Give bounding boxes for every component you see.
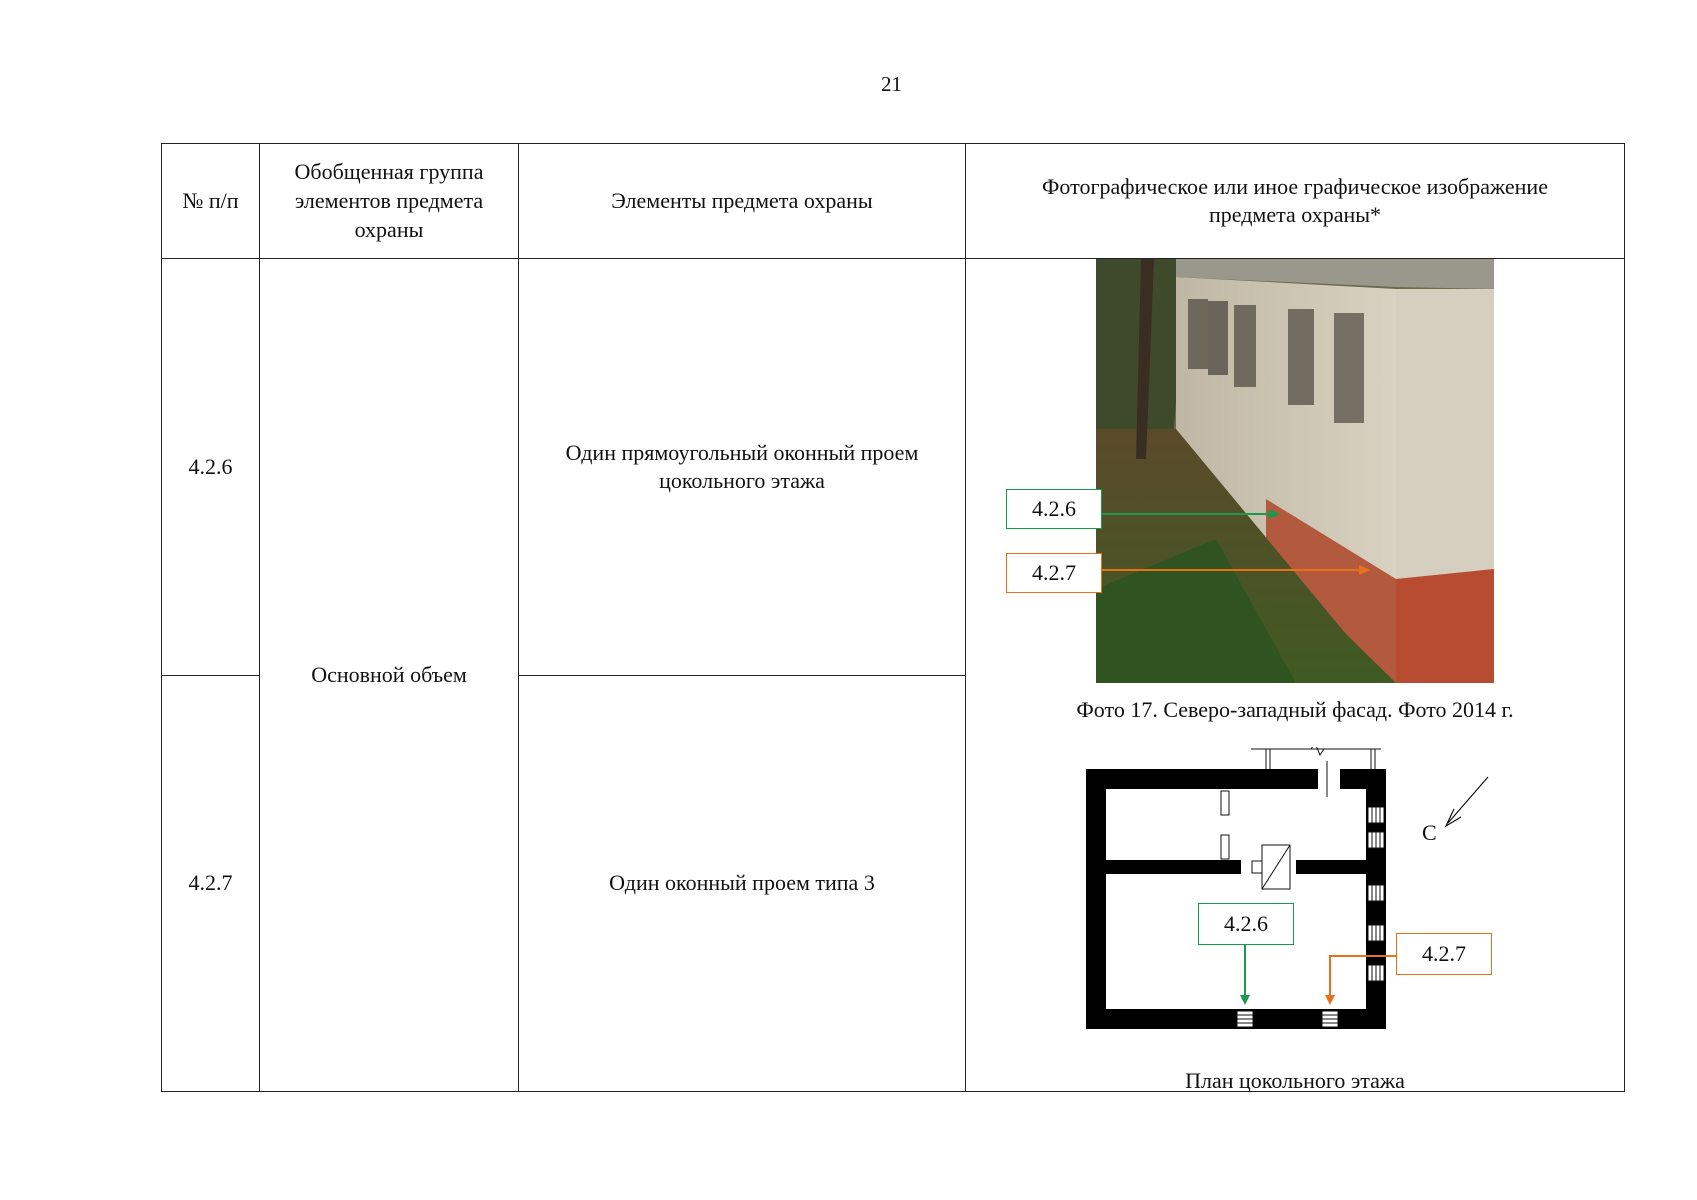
element-cell: Один оконный проем типа 3 — [518, 675, 966, 1092]
row-num-cell: 4.2.6 — [161, 258, 260, 677]
photo-callout-4-2-6: 4.2.6 — [1006, 489, 1102, 530]
element-cell: Один прямоугольный оконный проем цокольн… — [518, 258, 966, 677]
facade-photo — [1096, 259, 1494, 684]
row-num-cell: 4.2.7 — [161, 675, 260, 1092]
plan-callout-4-2-7: 4.2.7 — [1396, 933, 1492, 976]
image-cell: 4.2.6 4.2.7 Фото 17. Северо-западный фас… — [965, 258, 1625, 1093]
header-group: Обобщенная группа элементов предмета охр… — [259, 142, 519, 260]
table-row: 4.2.7 Один оконный проем типа 3 — [161, 675, 1625, 1092]
header-elements: Элементы предмета охраны — [518, 142, 966, 260]
protection-table: № п/п Обобщенная группа элементов предме… — [161, 142, 1625, 1093]
table-header-row: № п/п Обобщенная группа элементов предме… — [161, 142, 1625, 260]
header-num: № п/п — [161, 142, 260, 260]
floor-plan: 4.2.6 4.2.7 С — [1056, 742, 1536, 1049]
photo-arrows — [1102, 509, 1370, 576]
element-text: Один прямоугольный оконный проем цокольн… — [565, 439, 919, 494]
group-cell: Основной объем — [259, 258, 519, 1092]
photo-callout-4-2-7: 4.2.7 — [1006, 553, 1102, 594]
table-row: 4.2.6 Основной объем Один прямоугольный … — [161, 258, 1625, 1093]
plan-callout-4-2-6: 4.2.6 — [1198, 903, 1294, 946]
photo-caption: Фото 17. Северо-западный фасад. Фото 201… — [1076, 697, 1514, 723]
plan-caption: План цокольного этажа — [1185, 1068, 1405, 1094]
element-text: Один оконный проем типа 3 — [609, 870, 875, 896]
page-number: 21 — [881, 72, 902, 96]
header-image: Фотографическое или иное графическое изо… — [965, 142, 1625, 260]
north-label: С — [1422, 820, 1437, 846]
